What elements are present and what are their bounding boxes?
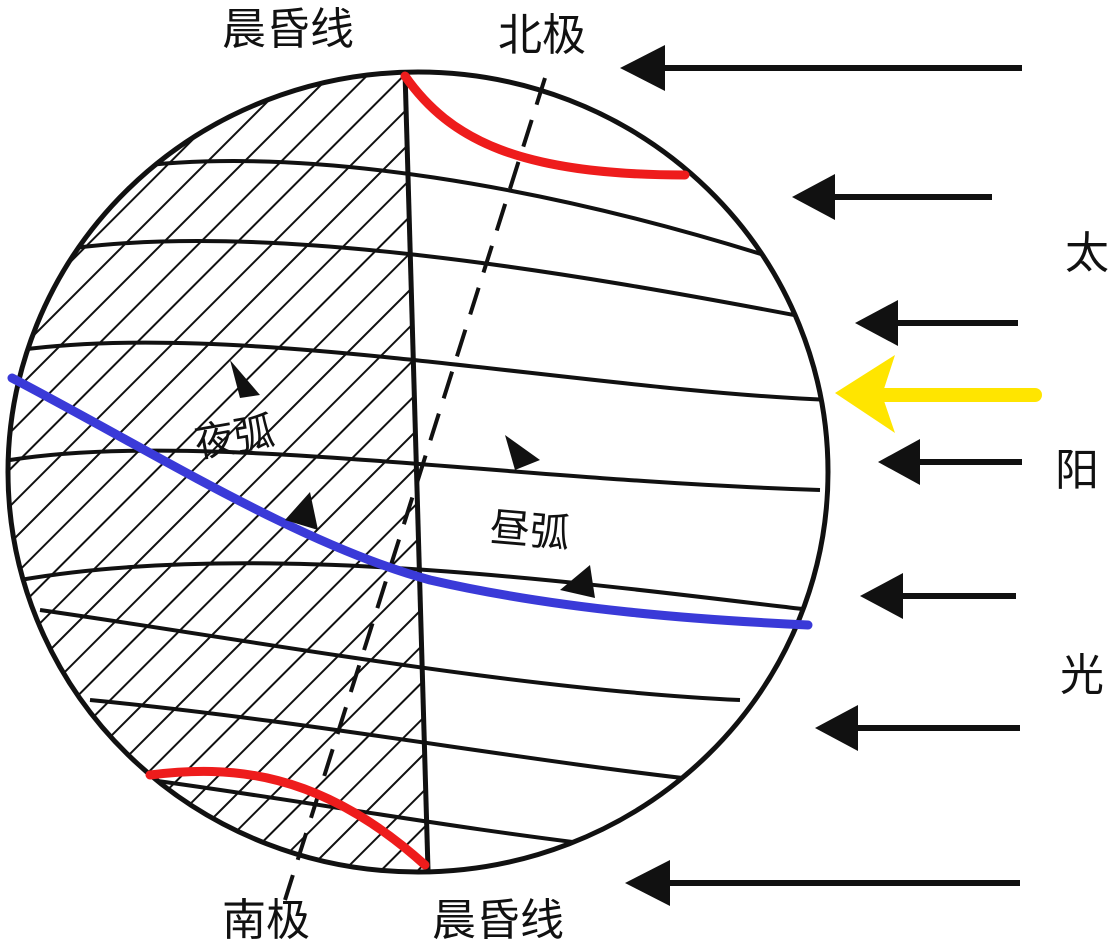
night-arc-arrow-up [230,360,260,398]
direct-sun-ray-arrow-icon [835,355,1042,433]
earth-axis [283,77,547,901]
globe-outline [5,69,831,875]
arc-indicator-arrows [230,360,595,598]
south-pole-label: 南极 [222,895,310,946]
sunlight-label-2: 阳 [1055,445,1099,496]
sun-ray-arrow-icon [878,439,1022,485]
sunlight-label-3: 光 [1060,650,1104,701]
sun-rays [620,45,1022,906]
night-arc-arrow-down [285,492,318,530]
day-arc-arrow-down [560,565,595,598]
antarctic-circle [145,766,430,870]
sun-ray-arrow-icon [855,300,1018,346]
terminator-bottom-label: 晨昏线 [432,895,564,946]
sun-ray-arrow-icon [620,45,1022,91]
sun-ray-arrow-icon [815,705,1020,751]
sun-ray-arrow-icon [860,573,1016,619]
north-pole-label: 北极 [498,10,586,61]
night-hemisphere [8,72,428,870]
terminator-line [402,71,431,871]
equator [7,373,813,630]
sun-ray-arrow-icon [625,860,1020,906]
sunlight-label-1: 太 [1065,228,1109,279]
arctic-circle [400,71,690,180]
sun-ray-arrow-icon [792,174,992,220]
day-arc-arrow-up [505,435,540,470]
terminator-top-label: 晨昏线 [222,4,354,55]
day-arc-label: 昼弧 [488,505,572,558]
